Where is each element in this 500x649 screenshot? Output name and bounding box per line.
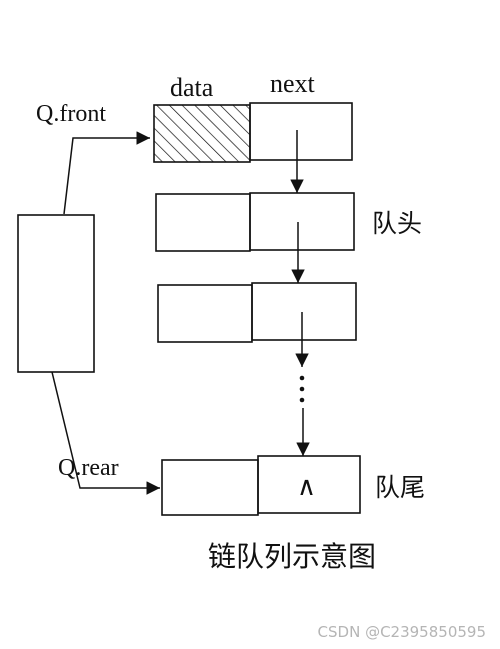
head-node-data-field (153, 104, 251, 163)
queue-tail-label: 队尾 (375, 474, 425, 502)
ellipsis-dots (299, 375, 305, 403)
rear-pointer-label: Q.rear (58, 455, 119, 481)
watermark: CSDN @C2395850595 (317, 623, 486, 641)
node-1 (155, 192, 355, 252)
header-next-label: next (270, 69, 316, 98)
queue-control-box (17, 214, 95, 373)
tail-node (161, 455, 361, 516)
null-symbol: ∧ (297, 472, 316, 501)
front-pointer-label: Q.front (36, 101, 106, 127)
node-2 (157, 282, 357, 343)
rear-pointer-arrow (51, 371, 160, 495)
header-data-label: data (170, 73, 214, 102)
head-node-next-field (249, 102, 353, 161)
front-pointer-arrow (63, 131, 150, 215)
diagram-caption: 链队列示意图 (208, 541, 376, 573)
head-node (153, 102, 353, 163)
queue-head-label: 队头 (372, 210, 422, 238)
